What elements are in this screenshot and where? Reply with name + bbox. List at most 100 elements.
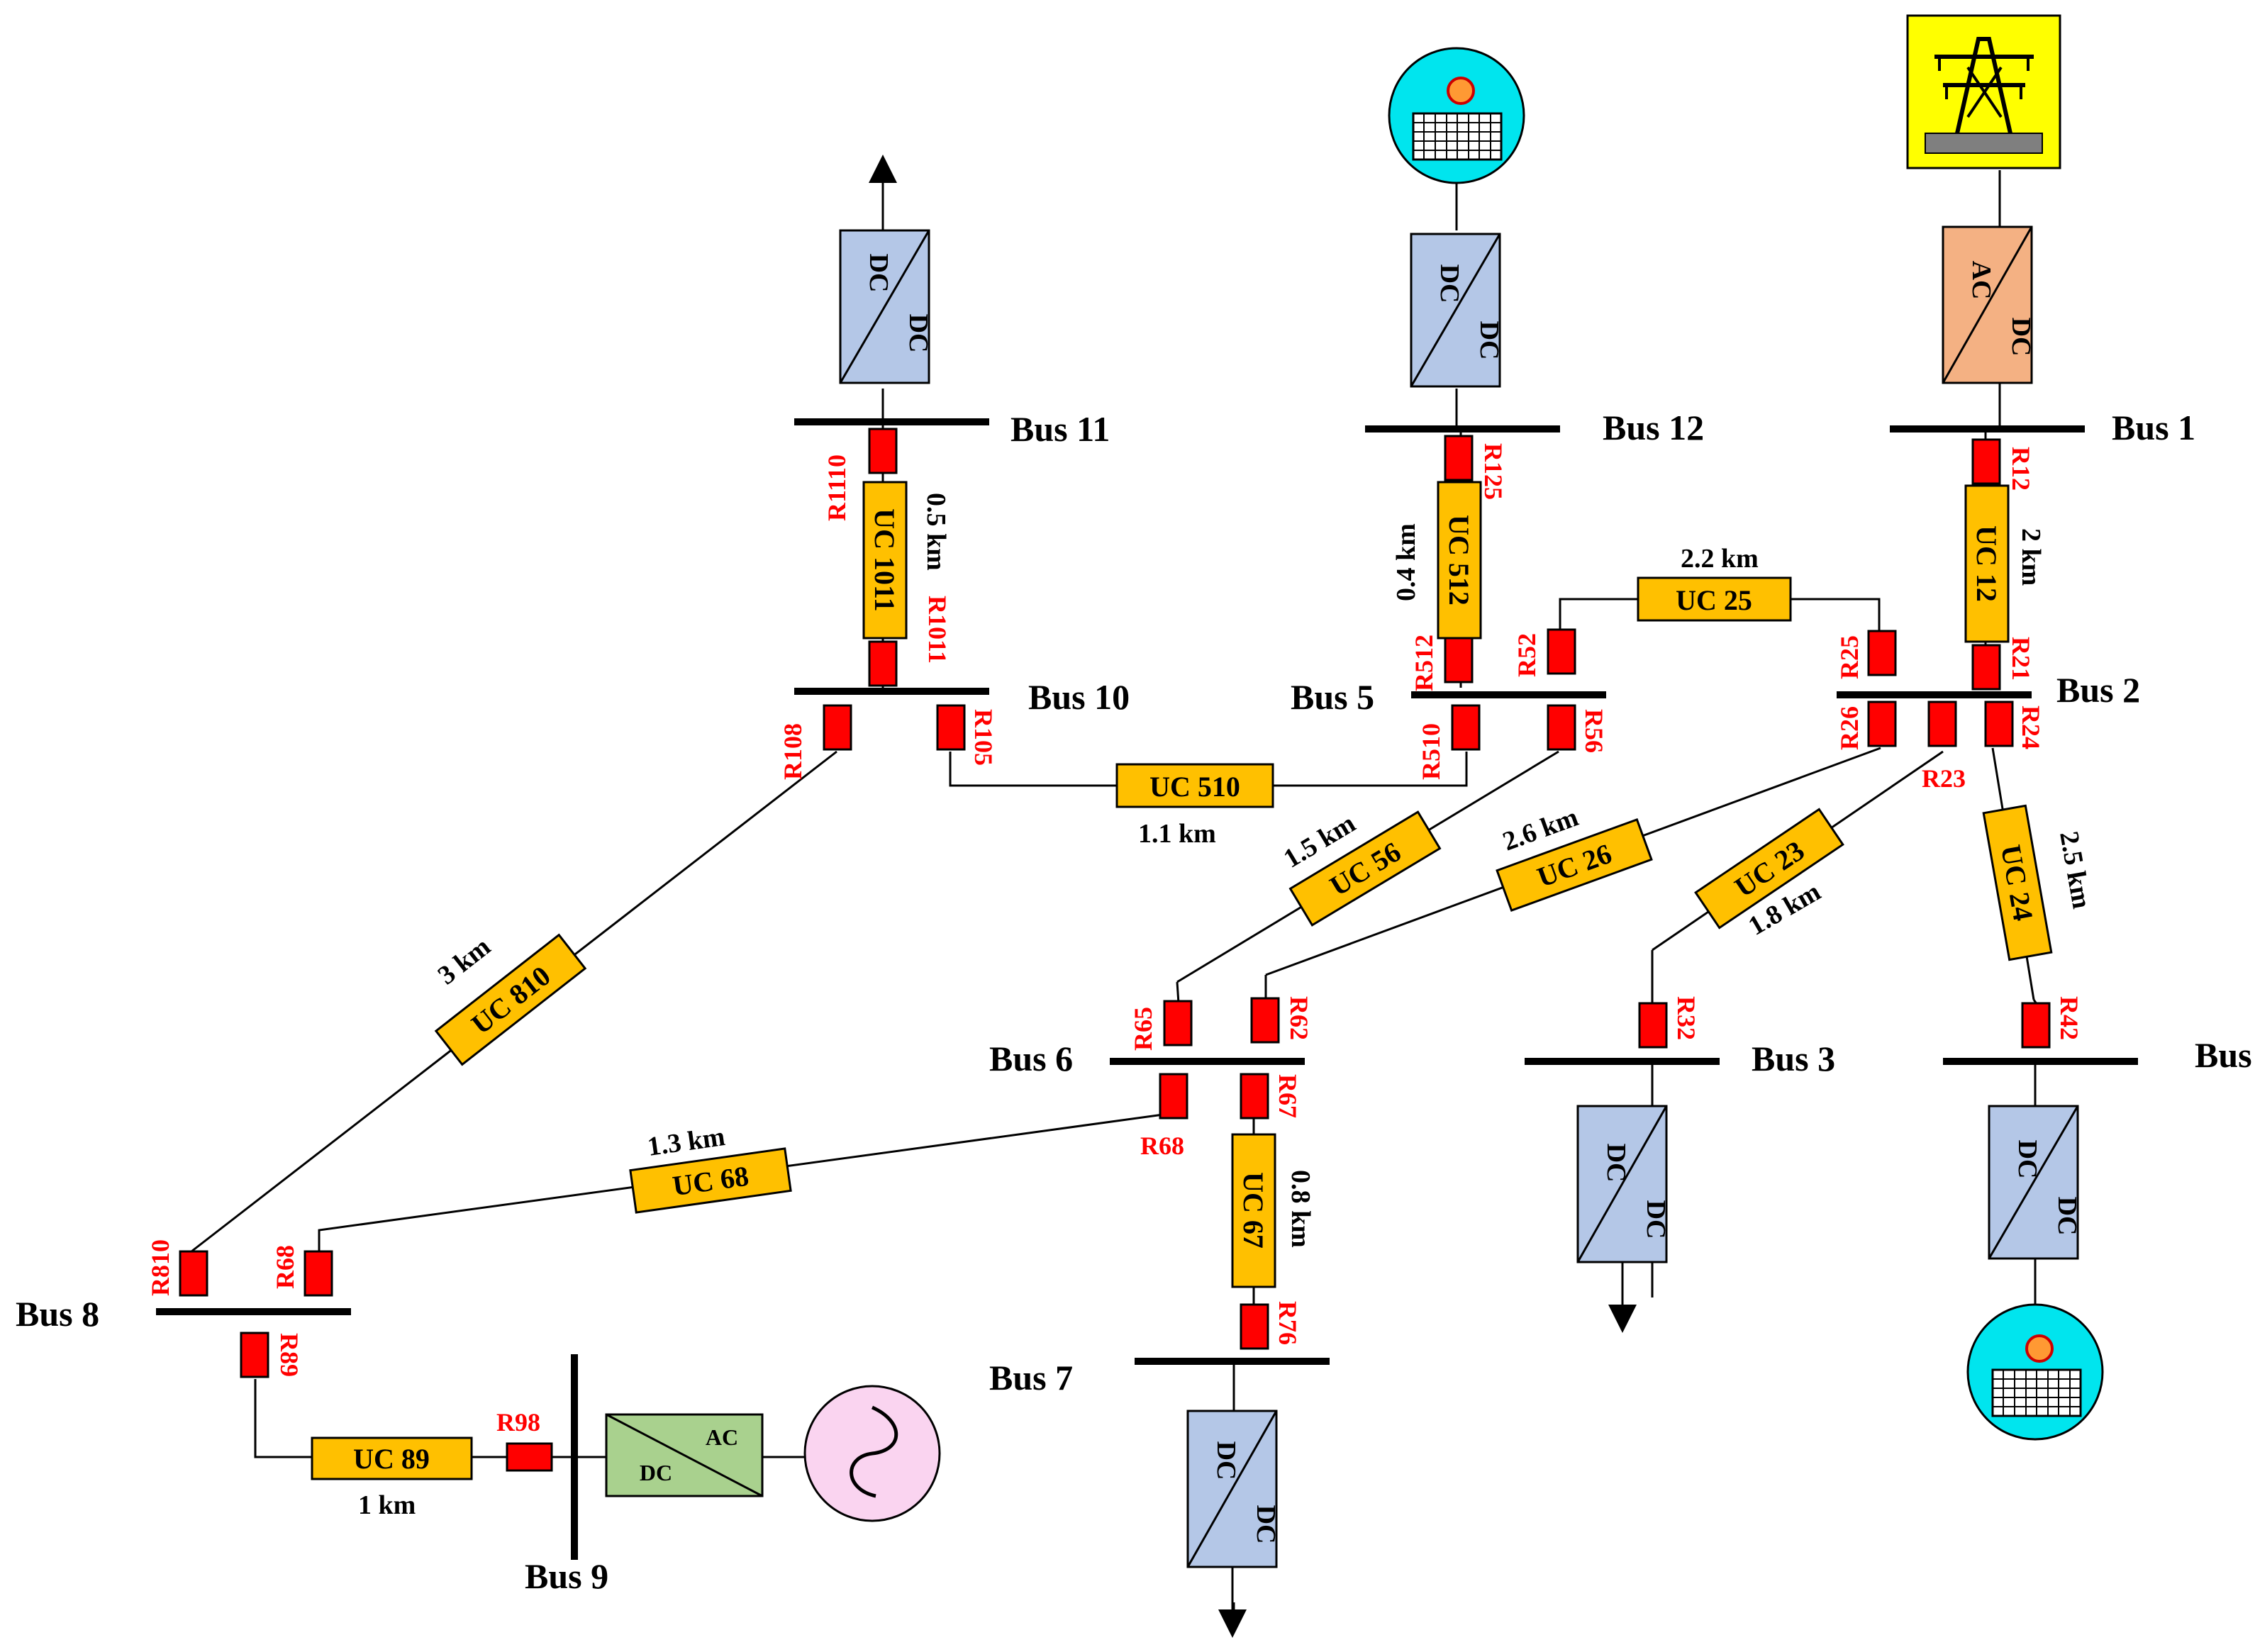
cable-uc25: UC 25 bbox=[1637, 576, 1792, 622]
dcdc-converter-bus4: DC DC bbox=[1988, 1105, 2082, 1260]
relay-r12 bbox=[1971, 438, 2001, 485]
relay-r89 bbox=[240, 1332, 269, 1378]
load-arrow-icon bbox=[1608, 1262, 1637, 1333]
svg-text:DC: DC bbox=[1641, 1200, 1671, 1239]
sources bbox=[803, 14, 2104, 1522]
bus-label-11: Bus 11 bbox=[1010, 409, 1110, 449]
dcdc-converter-bus11: DC DC bbox=[839, 229, 933, 384]
svg-text:AC: AC bbox=[1966, 261, 1996, 300]
relay-r108 bbox=[823, 704, 852, 751]
relay-r67 bbox=[1240, 1073, 1269, 1120]
bus-label-6: Bus 6 bbox=[989, 1039, 1073, 1078]
svg-text:R42: R42 bbox=[2055, 996, 2083, 1040]
svg-text:UC 510: UC 510 bbox=[1149, 771, 1240, 803]
svg-text:R510: R510 bbox=[1417, 723, 1445, 780]
relay-r24 bbox=[1984, 701, 2014, 747]
cable-uc512: UC 512 bbox=[1437, 481, 1482, 640]
relay-r810 bbox=[179, 1250, 208, 1297]
svg-text:R1110: R1110 bbox=[823, 454, 851, 521]
svg-text:AC: AC bbox=[706, 1424, 738, 1450]
svg-text:R25: R25 bbox=[1835, 635, 1864, 679]
svg-text:R125: R125 bbox=[1479, 443, 1508, 500]
bus-bars bbox=[156, 418, 2138, 1560]
cable-uc12: UC 12 bbox=[1964, 484, 2010, 643]
svg-text:DC: DC bbox=[1601, 1144, 1631, 1183]
svg-text:DC: DC bbox=[1251, 1505, 1281, 1544]
relay-r25 bbox=[1867, 630, 1897, 676]
relay-r52 bbox=[1547, 628, 1576, 675]
svg-text:2.2 km: 2.2 km bbox=[1681, 544, 1759, 574]
ac-generator-icon bbox=[803, 1385, 941, 1522]
svg-text:R105: R105 bbox=[969, 709, 998, 766]
svg-text:DC: DC bbox=[1435, 264, 1464, 303]
relay-labels: R12 R21 R25 R26 R23 R24 R125 R512 R52 R5… bbox=[146, 443, 2083, 1436]
cable-uc1011: UC 1011 bbox=[862, 481, 908, 640]
svg-text:UC 512: UC 512 bbox=[1443, 515, 1475, 605]
relay-r105 bbox=[936, 704, 966, 751]
bus-labels: Bus 1 Bus 12 Bus 11 Bus 10 Bus 5 Bus 2 B… bbox=[16, 408, 2255, 1596]
cable-uc26: UC 26 bbox=[1496, 817, 1653, 912]
svg-text:R26: R26 bbox=[1835, 706, 1864, 750]
svg-text:R21: R21 bbox=[2007, 637, 2035, 681]
bus-label-7: Bus 7 bbox=[989, 1358, 1073, 1397]
dcdc-converter-bus12: DC DC bbox=[1410, 233, 1504, 388]
svg-text:R24: R24 bbox=[2017, 705, 2045, 749]
svg-text:R56: R56 bbox=[1580, 709, 1608, 753]
relay-r68 bbox=[1159, 1073, 1188, 1120]
svg-text:1 km: 1 km bbox=[358, 1490, 416, 1520]
load-arrow-icon bbox=[869, 155, 897, 183]
svg-text:0.5 km: 0.5 km bbox=[921, 493, 951, 571]
cable-uc89: UC 89 bbox=[311, 1436, 473, 1480]
svg-text:UC 1011: UC 1011 bbox=[869, 508, 901, 612]
bus-label-3: Bus 3 bbox=[1752, 1039, 1835, 1078]
cables: UC 12 UC 25 UC 512 UC 1011 UC 510 UC 56 … bbox=[311, 481, 2053, 1480]
svg-text:DC: DC bbox=[864, 254, 893, 293]
svg-text:DC: DC bbox=[1474, 321, 1504, 360]
relay-r125 bbox=[1444, 435, 1474, 481]
relay-r21 bbox=[1971, 644, 2001, 691]
cable-uc24: UC 24 bbox=[1982, 804, 2053, 961]
svg-text:UC 67: UC 67 bbox=[1237, 1172, 1269, 1249]
svg-text:R12: R12 bbox=[2007, 447, 2035, 491]
svg-text:R32: R32 bbox=[1672, 996, 1700, 1040]
svg-text:R23: R23 bbox=[1922, 764, 1966, 793]
svg-text:1.1 km: 1.1 km bbox=[1138, 819, 1216, 849]
relay-r23 bbox=[1927, 701, 1957, 747]
dcdc-converter-bus3: DC DC bbox=[1576, 1105, 1671, 1263]
svg-text:R512: R512 bbox=[1410, 635, 1438, 691]
cable-uc68: UC 68 bbox=[629, 1147, 792, 1214]
svg-text:R62: R62 bbox=[1285, 996, 1313, 1040]
cable-uc67: UC 67 bbox=[1231, 1133, 1276, 1288]
svg-text:R810: R810 bbox=[146, 1239, 174, 1296]
relay-r42 bbox=[2021, 1002, 2051, 1049]
svg-text:R65: R65 bbox=[1129, 1007, 1157, 1051]
cable-uc510: UC 510 bbox=[1115, 763, 1274, 808]
relays bbox=[179, 428, 2051, 1472]
svg-text:UC 12: UC 12 bbox=[1971, 525, 2003, 602]
loads bbox=[869, 155, 1637, 1638]
relay-r86 bbox=[304, 1250, 333, 1297]
svg-text:R98: R98 bbox=[496, 1408, 540, 1436]
relay-r1110 bbox=[868, 428, 898, 474]
svg-text:DC: DC bbox=[903, 314, 933, 353]
bus-label-4: Bus 4 bbox=[2195, 1035, 2255, 1075]
relay-r32 bbox=[1638, 1002, 1668, 1049]
svg-text:R1011: R1011 bbox=[923, 596, 952, 664]
relay-r56 bbox=[1547, 704, 1576, 751]
svg-text:R76: R76 bbox=[1274, 1301, 1302, 1345]
relay-r1011 bbox=[868, 640, 898, 687]
svg-text:R68: R68 bbox=[1140, 1132, 1184, 1160]
relay-r510 bbox=[1451, 704, 1481, 751]
solar-panel-icon bbox=[1388, 47, 1525, 184]
svg-text:0.8 km: 0.8 km bbox=[1286, 1170, 1315, 1248]
bus-label-12: Bus 12 bbox=[1603, 408, 1704, 447]
bus-label-8: Bus 8 bbox=[16, 1294, 99, 1334]
svg-text:0.4 km: 0.4 km bbox=[1391, 523, 1421, 601]
svg-text:R68: R68 bbox=[271, 1245, 299, 1289]
converters: AC DC DC DC DC DC DC DC DC DC bbox=[605, 225, 2082, 1568]
svg-text:R89: R89 bbox=[275, 1333, 304, 1377]
transmission-tower-icon bbox=[1906, 14, 2061, 169]
svg-text:R108: R108 bbox=[779, 723, 807, 780]
svg-text:R52: R52 bbox=[1513, 633, 1541, 677]
